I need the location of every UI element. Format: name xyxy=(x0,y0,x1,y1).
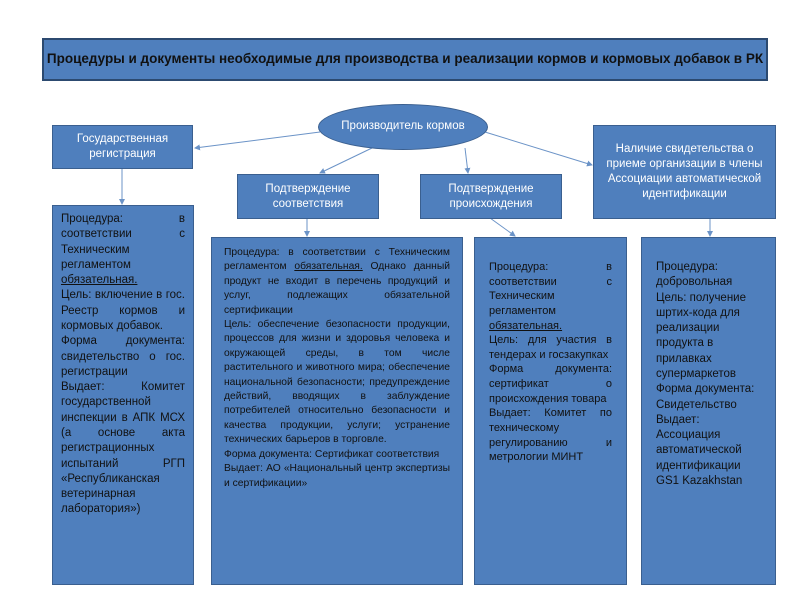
procedure-text: Процедура: в соответствии с Техническим … xyxy=(489,261,612,317)
issuer-text: Выдает: Ассоциация автоматической иденти… xyxy=(656,413,743,487)
mandatory-text: обязательная. xyxy=(294,261,363,273)
goal-text: Цель: получение шртих-кода для реализаци… xyxy=(656,291,747,380)
conformity-node: Подтверждение соответствия xyxy=(237,174,379,219)
document-form-text: Форма документа: Свидетельство xyxy=(656,383,755,411)
procedure-text: Процедура: добровольная xyxy=(656,261,733,289)
state-registration-node: Государственная регистрация xyxy=(52,125,193,169)
origin-details: Процедура: в соответствии с Техническим … xyxy=(474,237,627,585)
goal-text: Цель: обеспечение безопасности продукции… xyxy=(224,319,450,446)
issuer-text: Выдает: АО «Национальный центр экспертиз… xyxy=(224,463,450,489)
goal-text: Цель: включение в гос. Реестр кормов и к… xyxy=(61,289,185,332)
issuer-text: Выдает: Комитет по техническому регулиро… xyxy=(489,407,612,464)
document-form-text: Форма документа: свидетельство о гос. ре… xyxy=(61,335,185,378)
mandatory-text: обязательная. xyxy=(61,274,138,287)
state-registration-details: Процедура: в соответствии с Техническим … xyxy=(52,205,194,585)
association-node: Наличие свидетельства о приеме организац… xyxy=(593,125,776,219)
document-form-text: Форма документа: Сертификат соответствия xyxy=(224,448,440,460)
conformity-details: Процедура: в соответствии с Техническим … xyxy=(211,237,463,585)
procedure-text: Процедура: в соответствии с Техническим … xyxy=(224,247,450,273)
procedure-text: Процедура: в соответствии с Техническим … xyxy=(61,213,185,271)
page-title: Процедуры и документы необходимые для пр… xyxy=(42,38,768,81)
goal-text: Цель: для участия в тендерах и госзакупк… xyxy=(489,334,612,361)
origin-node: Подтверждение происхождения xyxy=(420,174,562,219)
procedure-note: Однако данный продукт не входит в перече… xyxy=(224,261,450,316)
producer-node: Производитель кормов xyxy=(318,104,488,150)
document-form-text: Форма документа: сертификат о происхожде… xyxy=(489,363,612,405)
mandatory-text: обязательная. xyxy=(489,319,563,332)
issuer-text: Выдает: Комитет государственной инспекци… xyxy=(61,381,185,516)
association-details: Процедура: добровольная Цель: получение … xyxy=(641,237,776,585)
